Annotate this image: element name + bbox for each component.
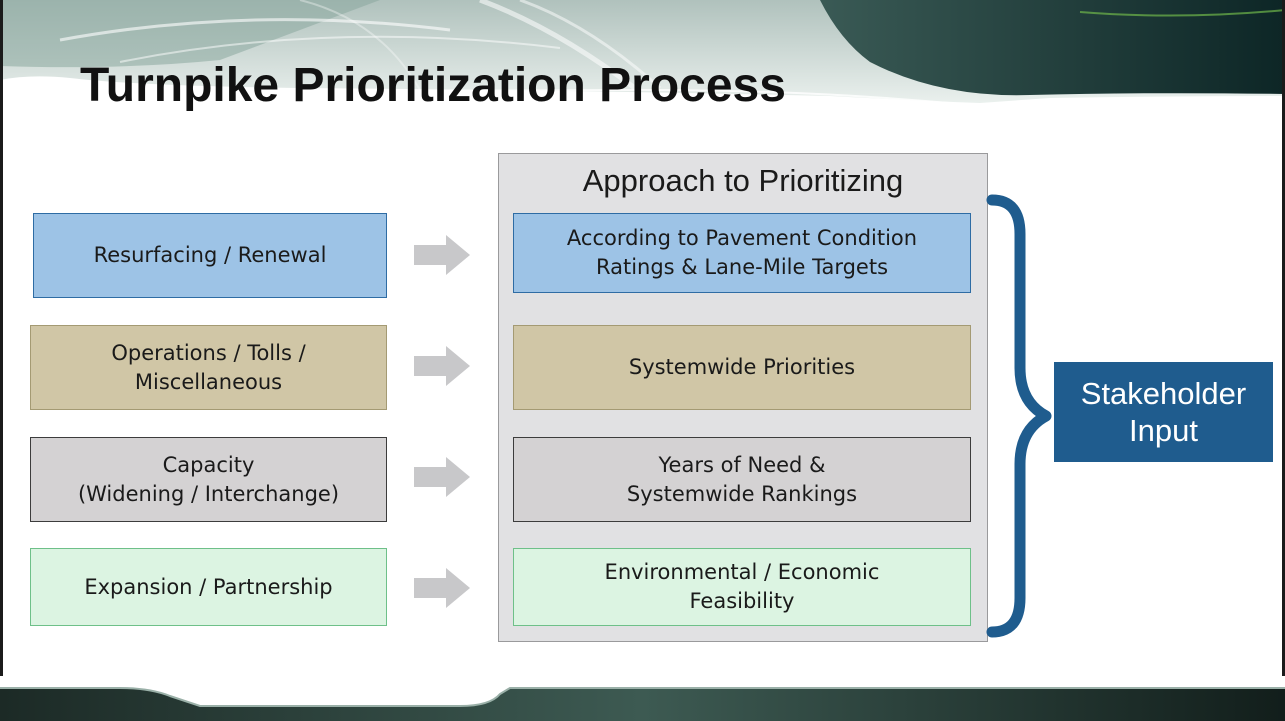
right-arrow-icon [414, 568, 470, 608]
stakeholder-input-box: Stakeholder Input [1054, 362, 1273, 462]
category-resurfacing-renewal: Resurfacing / Renewal [33, 213, 387, 298]
approach-heading: Approach to Prioritizing [582, 163, 904, 198]
approach-years-of-need: Years of Need & Systemwide Rankings [513, 437, 971, 522]
slide-frame-left [0, 0, 3, 721]
approach-pavement-condition: According to Pavement Condition Ratings … [513, 213, 971, 293]
header-banner-graphic [0, 0, 1285, 120]
approach-systemwide-priorities: Systemwide Priorities [513, 325, 971, 410]
curly-brace-icon [986, 194, 1052, 638]
category-expansion-partnership: Expansion / Partnership [30, 548, 387, 626]
category-capacity: Capacity (Widening / Interchange) [30, 437, 387, 522]
approach-environmental-economic: Environmental / Economic Feasibility [513, 548, 971, 626]
right-arrow-icon [414, 346, 470, 386]
category-operations-tolls-misc: Operations / Tolls / Miscellaneous [30, 325, 387, 410]
right-arrow-icon [414, 457, 470, 497]
footer-banner-graphic [0, 676, 1285, 721]
right-arrow-icon [414, 235, 470, 275]
slide-frame-right [1282, 0, 1285, 721]
slide-title: Turnpike Prioritization Process [80, 59, 786, 112]
